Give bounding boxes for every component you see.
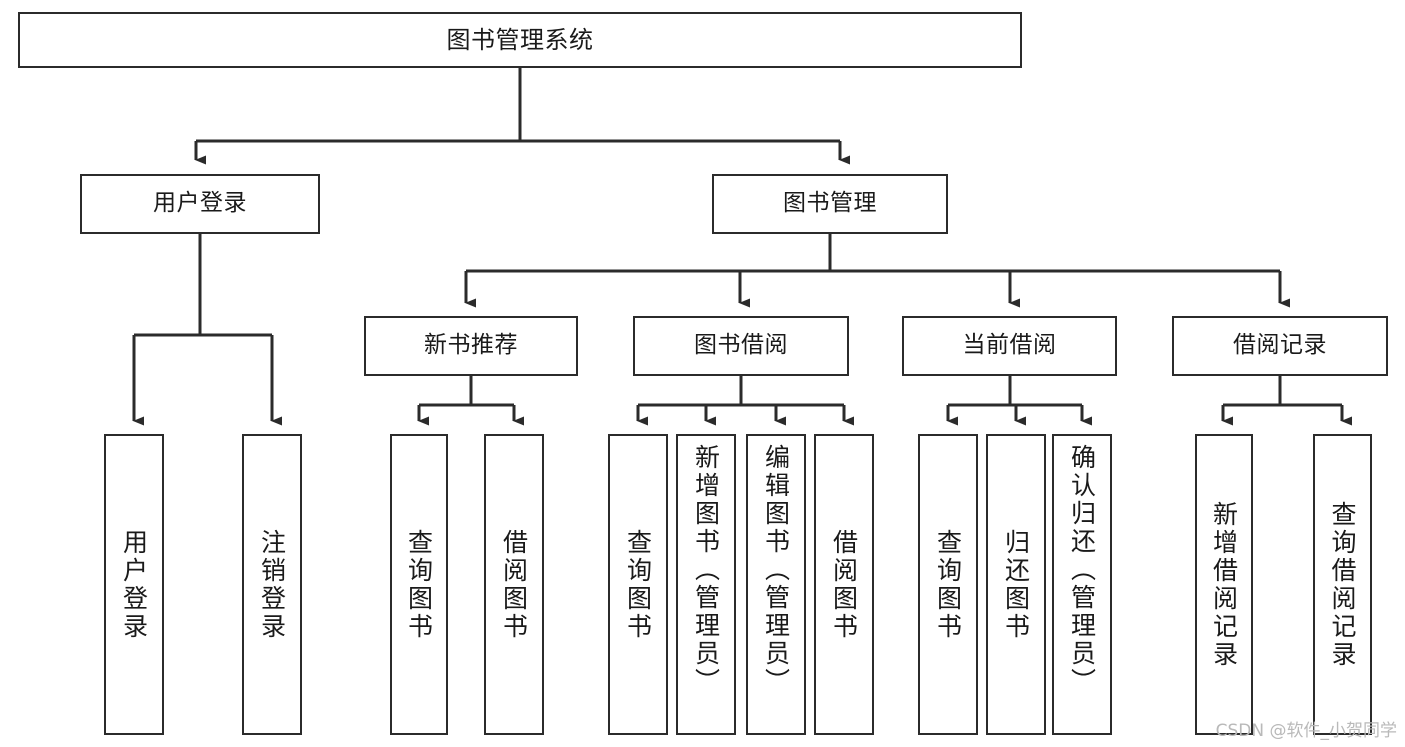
leaf-current-return-book[interactable]: 归还图书	[986, 434, 1046, 735]
leaf-borrow-add-book[interactable]: 新增图书（管理员）	[676, 434, 736, 735]
leaf-current-confirm-return[interactable]: 确认归还（管理员）	[1052, 434, 1112, 735]
leaf-borrow-query-book-label: 查询图书	[623, 528, 653, 641]
leaf-user-logout-label: 注销登录	[257, 528, 287, 641]
leaf-newbook-query-book-label: 查询图书	[404, 528, 434, 641]
node-new-book-recommend[interactable]: 新书推荐	[364, 316, 578, 376]
leaf-current-query-book-label: 查询图书	[933, 528, 963, 641]
node-user-login-label: 用户登录	[153, 190, 247, 217]
node-new-book-recommend-label: 新书推荐	[424, 332, 518, 359]
leaf-records-query-record[interactable]: 查询借阅记录	[1313, 434, 1372, 735]
node-user-login[interactable]: 用户登录	[80, 174, 320, 234]
leaf-current-confirm-return-label: 确认归还（管理员）	[1067, 444, 1097, 696]
node-current-borrow-label: 当前借阅	[962, 332, 1057, 359]
csdn-watermark: CSDN @软件_小贺同学	[1215, 721, 1397, 741]
node-root-system-label: 图书管理系统	[446, 25, 594, 54]
leaf-borrow-edit-book[interactable]: 编辑图书（管理员）	[746, 434, 806, 735]
leaf-newbook-borrow-book[interactable]: 借阅图书	[484, 434, 544, 735]
leaf-user-logout[interactable]: 注销登录	[242, 434, 302, 735]
leaf-borrow-add-book-label: 新增图书（管理员）	[691, 444, 721, 696]
leaf-records-add-record-label: 新增借阅记录	[1209, 500, 1239, 669]
node-book-borrow[interactable]: 图书借阅	[633, 316, 849, 376]
node-book-borrow-label: 图书借阅	[694, 332, 788, 359]
node-book-management-label: 图书管理	[783, 190, 877, 217]
node-root-system[interactable]: 图书管理系统	[18, 12, 1022, 68]
leaf-records-query-record-label: 查询借阅记录	[1328, 500, 1357, 669]
leaf-user-login[interactable]: 用户登录	[104, 434, 164, 735]
leaf-current-query-book[interactable]: 查询图书	[918, 434, 978, 735]
node-borrow-records[interactable]: 借阅记录	[1172, 316, 1388, 376]
node-current-borrow[interactable]: 当前借阅	[902, 316, 1117, 376]
leaf-current-return-book-label: 归还图书	[1001, 528, 1031, 641]
leaf-newbook-borrow-book-label: 借阅图书	[499, 528, 529, 641]
leaf-newbook-query-book[interactable]: 查询图书	[390, 434, 448, 735]
leaf-user-login-label: 用户登录	[119, 528, 149, 641]
leaf-borrow-query-book[interactable]: 查询图书	[608, 434, 668, 735]
node-borrow-records-label: 借阅记录	[1233, 332, 1327, 359]
leaf-borrow-edit-book-label: 编辑图书（管理员）	[761, 444, 791, 696]
node-book-management[interactable]: 图书管理	[712, 174, 948, 234]
leaf-borrow-borrow-book[interactable]: 借阅图书	[814, 434, 874, 735]
leaf-borrow-borrow-book-label: 借阅图书	[829, 528, 859, 641]
leaf-records-add-record[interactable]: 新增借阅记录	[1195, 434, 1253, 735]
